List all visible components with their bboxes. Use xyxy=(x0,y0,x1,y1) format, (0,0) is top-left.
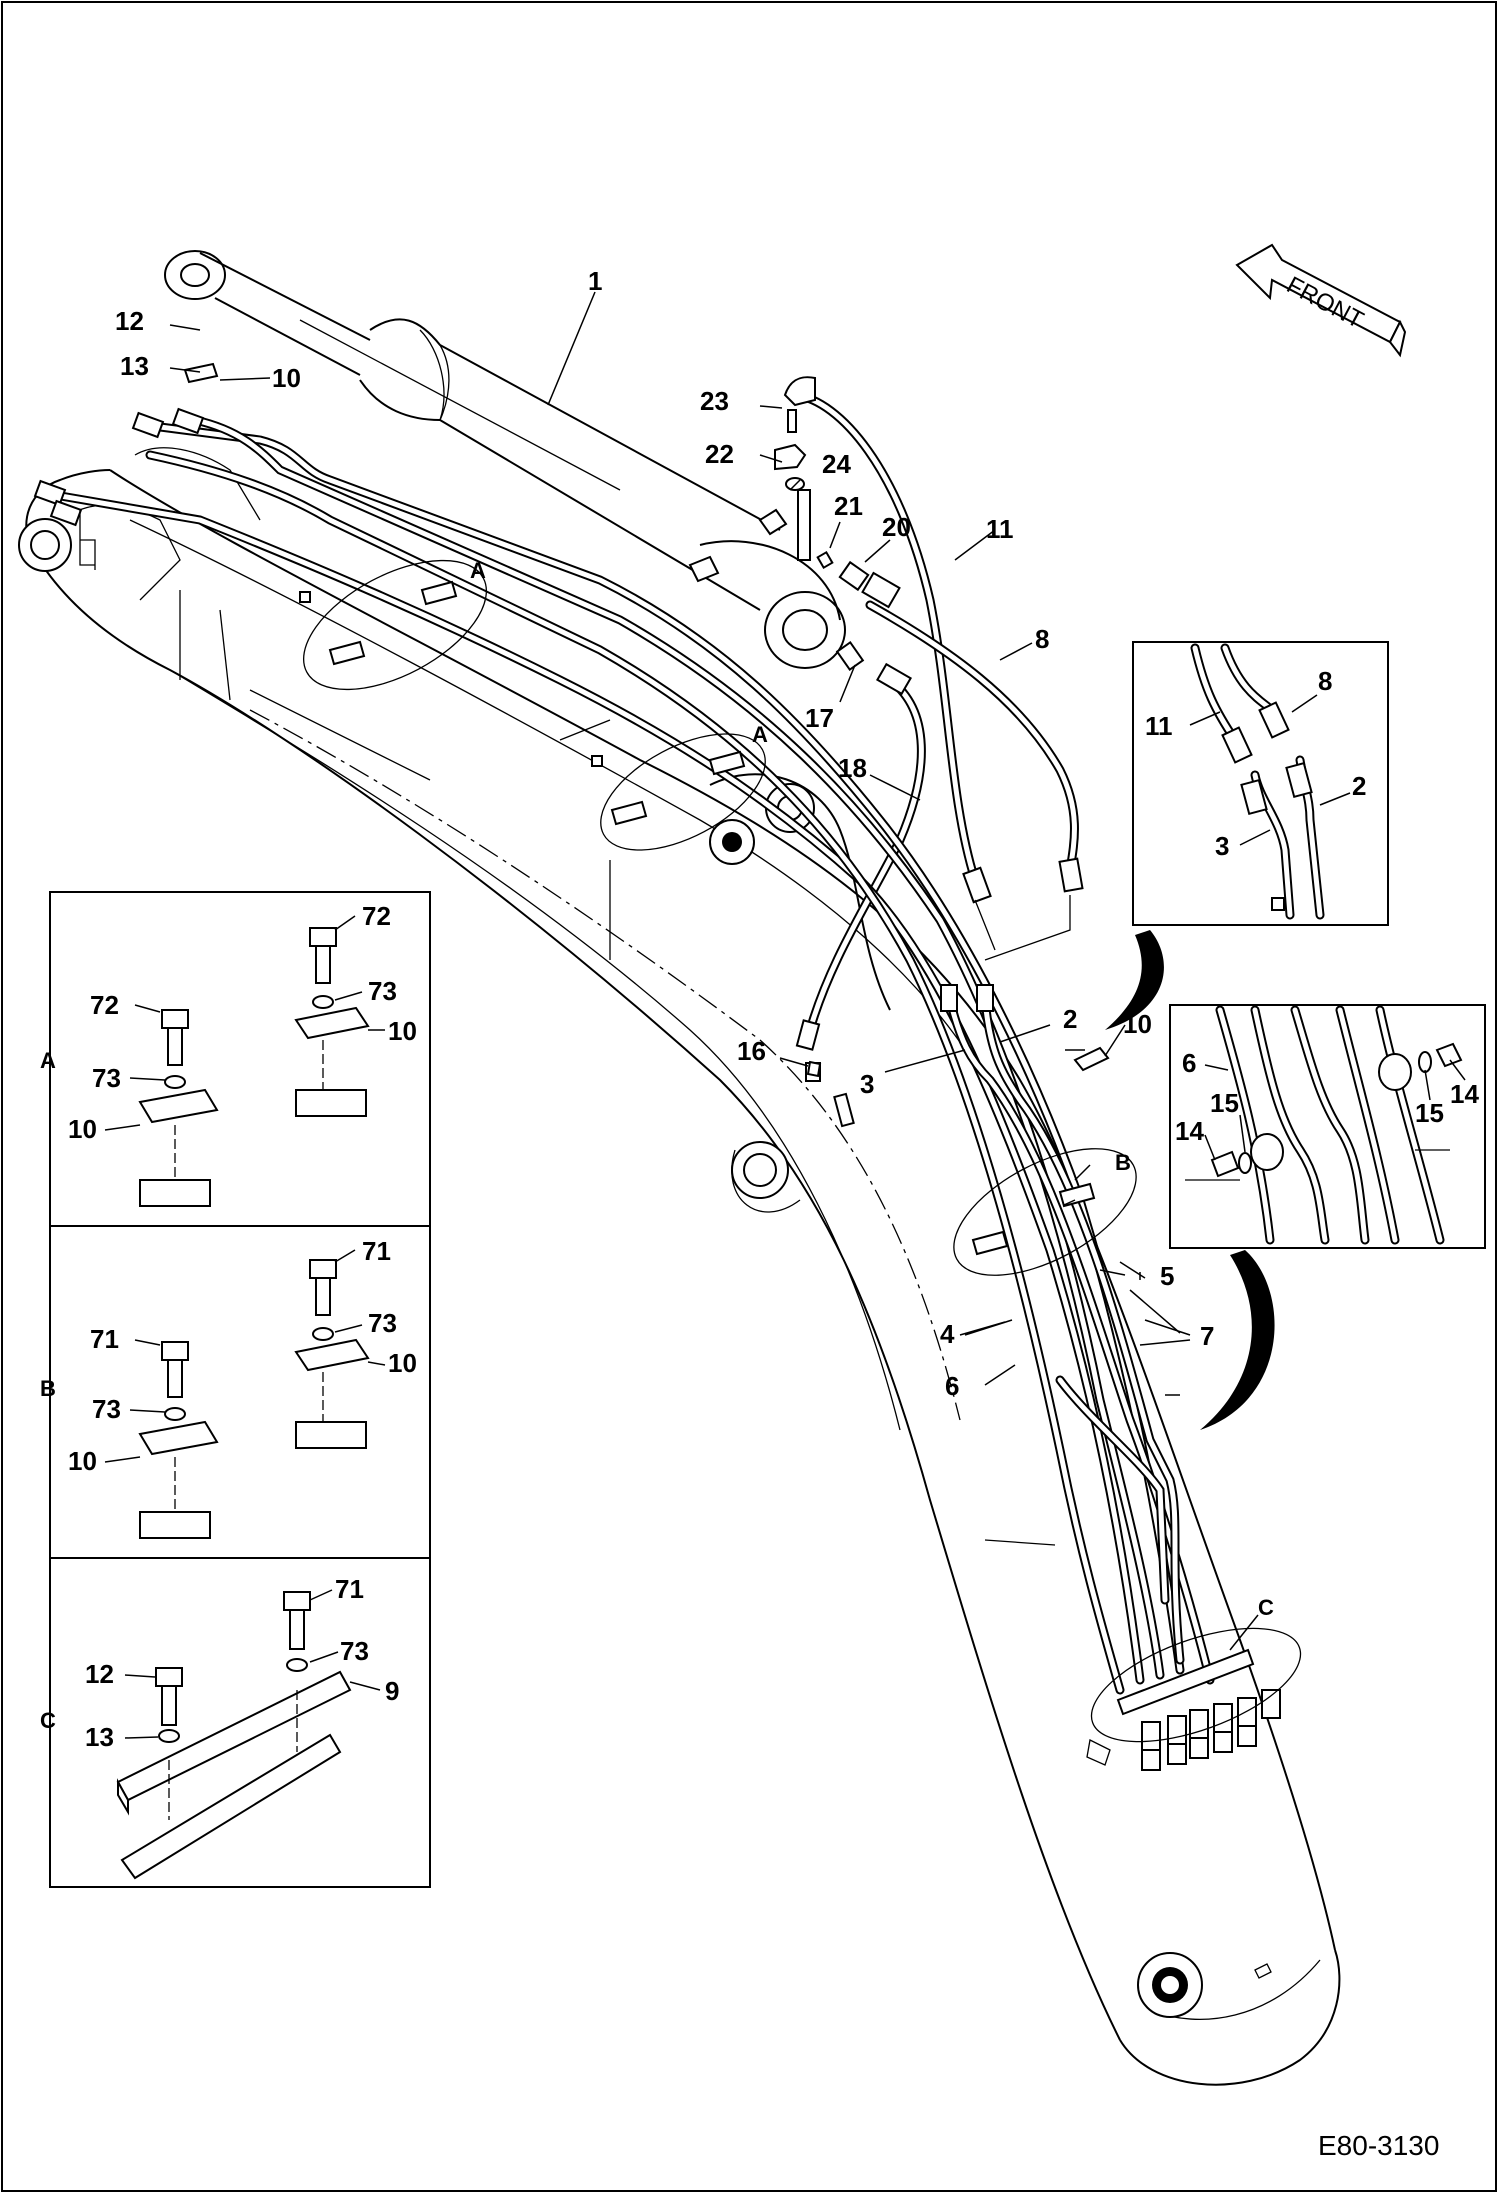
panel-a-callout-72b: 72 xyxy=(90,990,119,1020)
panel-c-callout-13: 13 xyxy=(85,1722,114,1752)
callout-21: 21 xyxy=(834,491,863,521)
clamps xyxy=(79,362,1255,1716)
panel-a-callout-10b: 10 xyxy=(68,1114,97,1144)
front-direction-arrow: FRONT xyxy=(1235,243,1407,358)
callout-18: 18 xyxy=(838,753,867,783)
detail-right-callout-15b: 15 xyxy=(1415,1098,1444,1128)
panel-a: A 72 73 10 72 73 10 xyxy=(40,901,417,1207)
panel-a-callout-10a: 10 xyxy=(388,1016,417,1046)
section-panels: A 72 73 10 72 73 10 xyxy=(40,891,431,1888)
panel-b-callout-71b: 71 xyxy=(90,1324,119,1354)
callout-20: 20 xyxy=(882,512,911,542)
boom-body xyxy=(18,447,1341,2086)
leader-lines xyxy=(169,291,1259,1651)
panel-a-callout-72a: 72 xyxy=(362,901,391,931)
panel-a-section: A xyxy=(40,1048,56,1073)
callout-23: 23 xyxy=(700,386,729,416)
detail-plugs: 6 15 14 15 14 xyxy=(1169,1004,1486,1249)
callout-16: 16 xyxy=(737,1036,766,1066)
panel-b-section: B xyxy=(40,1376,56,1401)
callout-22: 22 xyxy=(705,439,734,469)
panel-c-section: C xyxy=(40,1708,56,1733)
callout-7: 7 xyxy=(1200,1321,1214,1351)
panel-b-callout-10b: 10 xyxy=(68,1446,97,1476)
detail-top-callout-2: 2 xyxy=(1352,771,1366,801)
section-b-label: B xyxy=(1115,1150,1131,1175)
detail-right-callout-15a: 15 xyxy=(1210,1088,1239,1118)
callout-12: 12 xyxy=(115,306,144,336)
callout-13: 13 xyxy=(120,351,149,381)
drawing-number: E80-3130 xyxy=(1318,2130,1439,2161)
section-c-label: C xyxy=(1258,1595,1274,1620)
detail-hose-connection: 11 8 2 3 xyxy=(1132,641,1389,926)
panel-c-callout-73: 73 xyxy=(340,1636,369,1666)
fittings xyxy=(33,376,1281,1771)
section-a-label-1: A xyxy=(470,558,486,583)
panel-c: C 71 73 9 12 13 xyxy=(40,1574,399,1880)
detail-top-callout-11: 11 xyxy=(1145,711,1173,741)
callout-11: 11 xyxy=(986,514,1014,544)
section-markers xyxy=(302,559,1302,1743)
detail-right-callout-14b: 14 xyxy=(1450,1079,1479,1109)
panel-b-callout-73b: 73 xyxy=(92,1394,121,1424)
panel-b-callout-71a: 71 xyxy=(362,1236,391,1266)
detail-right-callout-14a: 14 xyxy=(1175,1116,1204,1146)
panel-c-callout-12: 12 xyxy=(85,1659,114,1689)
callout-8: 8 xyxy=(1035,624,1049,654)
panel-b: B 71 73 10 71 73 10 xyxy=(40,1236,417,1539)
panel-c-callout-9: 9 xyxy=(385,1676,399,1706)
detail-right-callout-6: 6 xyxy=(1182,1048,1196,1078)
panel-b-callout-10a: 10 xyxy=(388,1348,417,1378)
section-a-label-2: A xyxy=(752,722,768,747)
panel-a-callout-73b: 73 xyxy=(92,1063,121,1093)
hoses-and-tubes xyxy=(50,390,1215,1695)
panel-b-callout-73a: 73 xyxy=(368,1308,397,1338)
detail-top-callout-8: 8 xyxy=(1318,666,1332,696)
callout-6: 6 xyxy=(945,1371,959,1401)
callout-1: 1 xyxy=(588,266,602,296)
detail-pointers xyxy=(1105,930,1275,1430)
callout-3: 3 xyxy=(860,1069,874,1099)
boom-cylinder xyxy=(164,250,846,669)
panel-c-callout-71: 71 xyxy=(335,1574,364,1604)
detail-top-callout-3: 3 xyxy=(1215,831,1229,861)
callout-4: 4 xyxy=(940,1319,955,1349)
callout-2: 2 xyxy=(1063,1004,1077,1034)
callout-10-mid: 10 xyxy=(1123,1009,1152,1039)
callout-labels: 1 12 13 10 23 22 24 21 20 11 8 17 18 16 … xyxy=(115,266,1274,1620)
callout-24: 24 xyxy=(822,449,851,479)
front-label: FRONT xyxy=(1282,271,1368,334)
callout-5: 5 xyxy=(1160,1261,1174,1291)
panel-a-callout-73a: 73 xyxy=(368,976,397,1006)
callout-10-top: 10 xyxy=(272,363,301,393)
callout-17: 17 xyxy=(805,703,834,733)
